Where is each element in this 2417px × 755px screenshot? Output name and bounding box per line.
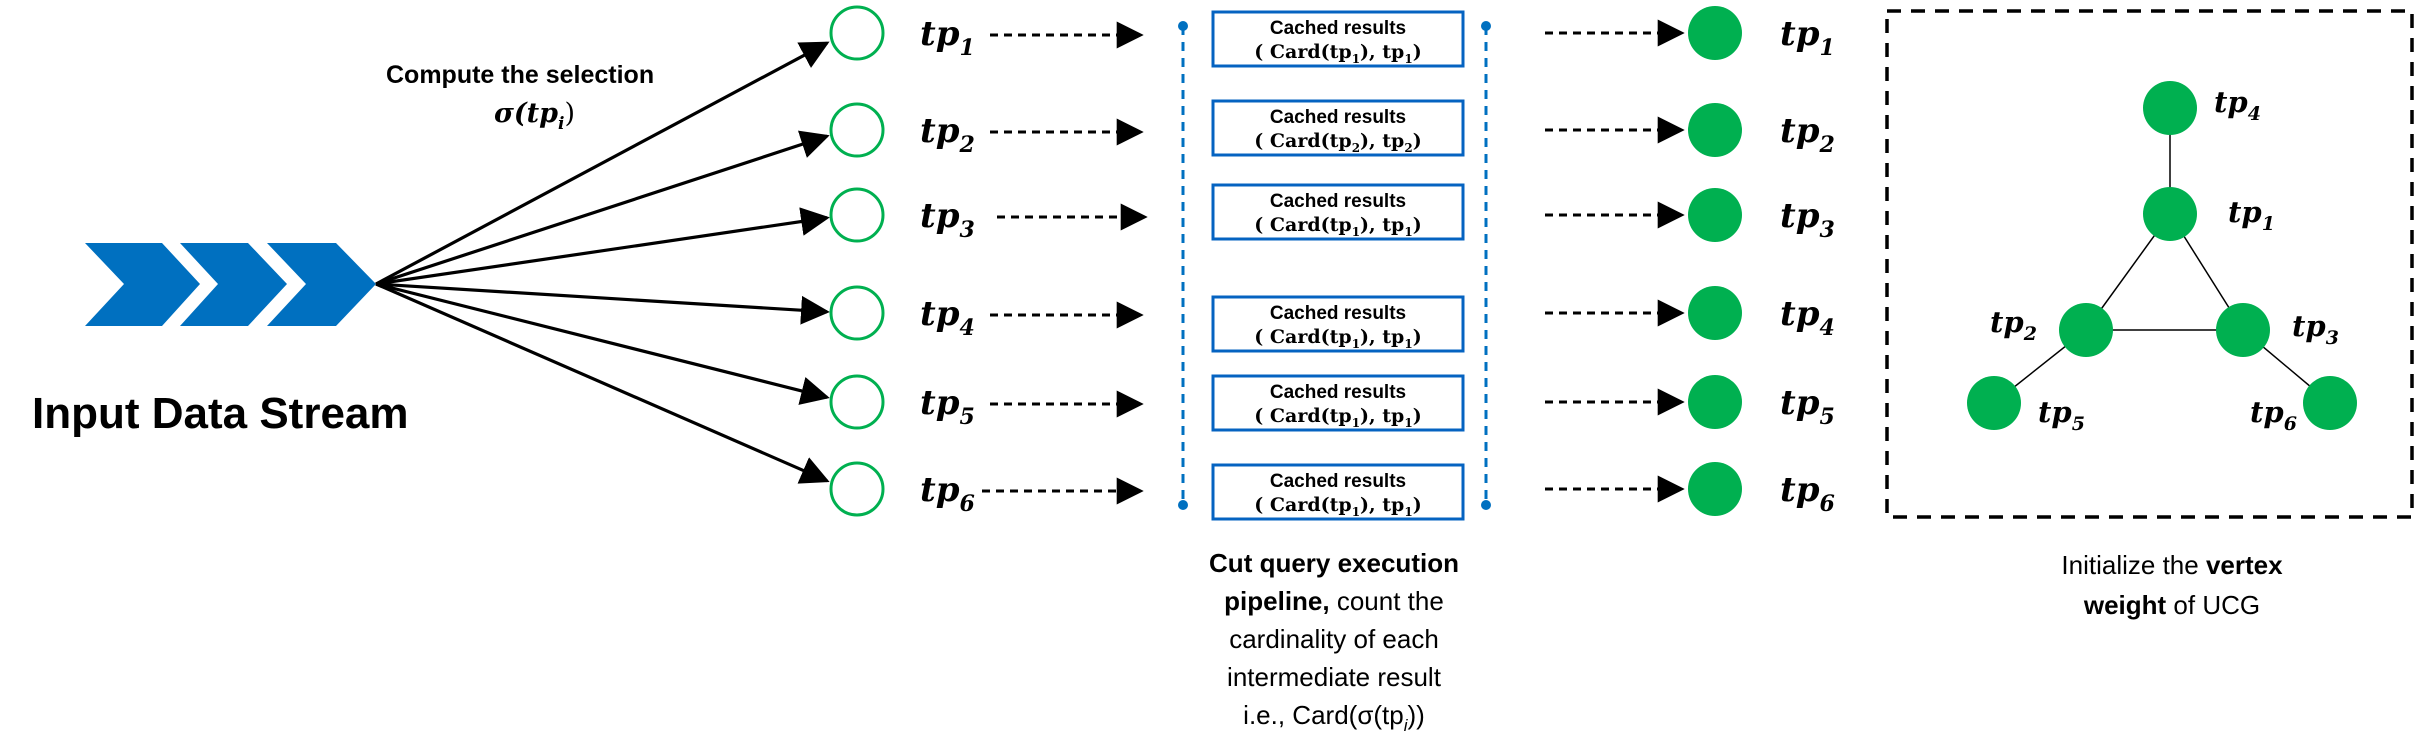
- fan-arrow: [375, 41, 830, 286]
- ucg-node-label: tp1: [2228, 195, 2275, 235]
- ucg-node: [1967, 376, 2021, 430]
- selection-node: [829, 102, 885, 158]
- cut-dot: [1481, 21, 1491, 31]
- pipeline-caption: Cut query execution pipeline, count the …: [1209, 548, 1459, 735]
- cache-box: Cached results( Card(tp1), tp1): [1211, 374, 1465, 432]
- cache-box-frame: [1211, 374, 1465, 432]
- cache-box-value: ( Card(tp1), tp1): [1254, 494, 1421, 519]
- chevron-1: [85, 243, 200, 326]
- cache-box-title: Cached results: [1270, 191, 1406, 212]
- dashed-arrows-to-cache: [982, 21, 1148, 505]
- ucg-caption: Initialize the vertex weight of UCG: [2061, 550, 2283, 620]
- ucg-node-label: tp3: [2292, 309, 2339, 349]
- ucg-frame: [1885, 9, 2414, 519]
- fan-arrow: [375, 282, 830, 405]
- input-stream-chevrons: [85, 243, 376, 326]
- pipeline-caption-line2: pipeline, count the: [1224, 586, 1444, 616]
- selection-tp-label: tp3: [920, 196, 975, 243]
- cache-box-frame: [1211, 99, 1465, 157]
- cache-box-title: Cached results: [1270, 107, 1406, 128]
- ucg-caption-line1: Initialize the vertex: [2061, 550, 2283, 580]
- fan-arrows: [375, 41, 830, 484]
- weighted-node: [1688, 6, 1742, 60]
- weighted-node: [1688, 188, 1742, 242]
- weighted-tp-label: tp3: [1780, 196, 1835, 243]
- cut-dot: [1178, 21, 1188, 31]
- fan-arrow: [375, 130, 830, 286]
- ucg-node-label: tp6: [2250, 395, 2297, 435]
- cached-results-column: Cached results( Card(tp1), tp1)Cached re…: [1211, 10, 1465, 521]
- ucg-node: [2216, 303, 2270, 357]
- cache-box-frame: [1211, 295, 1465, 353]
- cache-box-title: Cached results: [1270, 382, 1406, 403]
- pipeline-caption-line1: Cut query execution: [1209, 548, 1459, 578]
- cache-box-frame: [1211, 463, 1465, 521]
- cache-box-title: Cached results: [1270, 303, 1406, 324]
- cut-dot: [1178, 500, 1188, 510]
- weighted-tp-label: tp4: [1780, 294, 1835, 341]
- selection-tp-label: tp1: [920, 14, 975, 61]
- cache-box: Cached results( Card(tp1), tp1): [1211, 295, 1465, 353]
- weighted-node: [1688, 286, 1742, 340]
- ucg-caption-line2: weight of UCG: [2083, 590, 2260, 620]
- weighted-results: tp1 tp2 tp3 tp4 tp5 tp6: [1688, 6, 1835, 517]
- selection-tp-label: tp2: [920, 111, 975, 158]
- weighted-tp-label: tp1: [1780, 14, 1835, 61]
- ucg-node: [2059, 303, 2113, 357]
- pipeline-caption-line4: intermediate result: [1227, 662, 1442, 692]
- ucg-node: [2303, 376, 2357, 430]
- weighted-tp-label: tp6: [1780, 470, 1835, 517]
- weighted-tp-label: tp2: [1780, 111, 1835, 158]
- selection-node: [829, 374, 885, 430]
- selection-node: [829, 461, 885, 517]
- cache-box-value: ( Card(tp2), tp2): [1254, 130, 1421, 155]
- fan-arrow: [375, 207, 830, 286]
- selection-node: [829, 5, 885, 61]
- cache-box-value: ( Card(tp1), tp1): [1254, 405, 1421, 430]
- ucg-graph: tp4 tp1 tp2 tp3 tp5 tp6: [1967, 81, 2357, 435]
- pipeline-caption-line5: i.e., Card(σ(tpi)): [1243, 700, 1425, 735]
- chevron-2: [180, 243, 287, 326]
- ucg-node: [2143, 187, 2197, 241]
- chevron-3: [267, 243, 376, 326]
- weighted-node: [1688, 462, 1742, 516]
- cache-box-value: ( Card(tp1), tp1): [1254, 326, 1421, 351]
- pipeline-cut-endpoints: [1178, 21, 1491, 510]
- selection-node: [829, 187, 885, 243]
- cache-box-title: Cached results: [1270, 18, 1406, 39]
- cache-box-value: ( Card(tp1), tp1): [1254, 41, 1421, 66]
- ucg-node: [2143, 81, 2197, 135]
- ucg-node-label: tp2: [1990, 305, 2037, 345]
- weighted-tp-label: tp5: [1780, 383, 1835, 430]
- pipeline-cut-lines: [1181, 26, 1488, 505]
- cache-box-frame: [1211, 183, 1465, 241]
- cache-box-frame: [1211, 10, 1465, 68]
- ucg-node-label: tp5: [2038, 395, 2085, 435]
- compute-formula: σ(tpi): [494, 98, 575, 134]
- selection-tp-label: tp4: [920, 294, 975, 341]
- cache-box: Cached results( Card(tp1), tp1): [1211, 463, 1465, 521]
- cache-box-title: Cached results: [1270, 471, 1406, 492]
- compute-label: Compute the selection: [386, 61, 654, 89]
- cache-box-value: ( Card(tp1), tp1): [1254, 214, 1421, 239]
- cache-box: Cached results( Card(tp2), tp2): [1211, 99, 1465, 157]
- input-title: Input Data Stream: [32, 389, 409, 438]
- weighted-node: [1688, 103, 1742, 157]
- ucg-node-label: tp4: [2214, 85, 2261, 125]
- selection-tp-label: tp6: [920, 470, 975, 517]
- pipeline-caption-line3: cardinality of each: [1229, 624, 1439, 654]
- fan-arrow: [375, 282, 830, 484]
- cache-box: Cached results( Card(tp1), tp1): [1211, 10, 1465, 68]
- ucg-edges: [1993, 108, 2331, 404]
- cut-dot: [1481, 500, 1491, 510]
- fan-arrow: [375, 282, 830, 325]
- selection-tp-label: tp5: [920, 383, 975, 430]
- weighted-node: [1688, 375, 1742, 429]
- selection-results: tp1 tp2 tp3 tp4 tp5 tp6: [829, 5, 975, 517]
- cache-box: Cached results( Card(tp1), tp1): [1211, 183, 1465, 241]
- selection-node: [829, 285, 885, 341]
- dashed-arrows-to-weighted: [1545, 19, 1685, 503]
